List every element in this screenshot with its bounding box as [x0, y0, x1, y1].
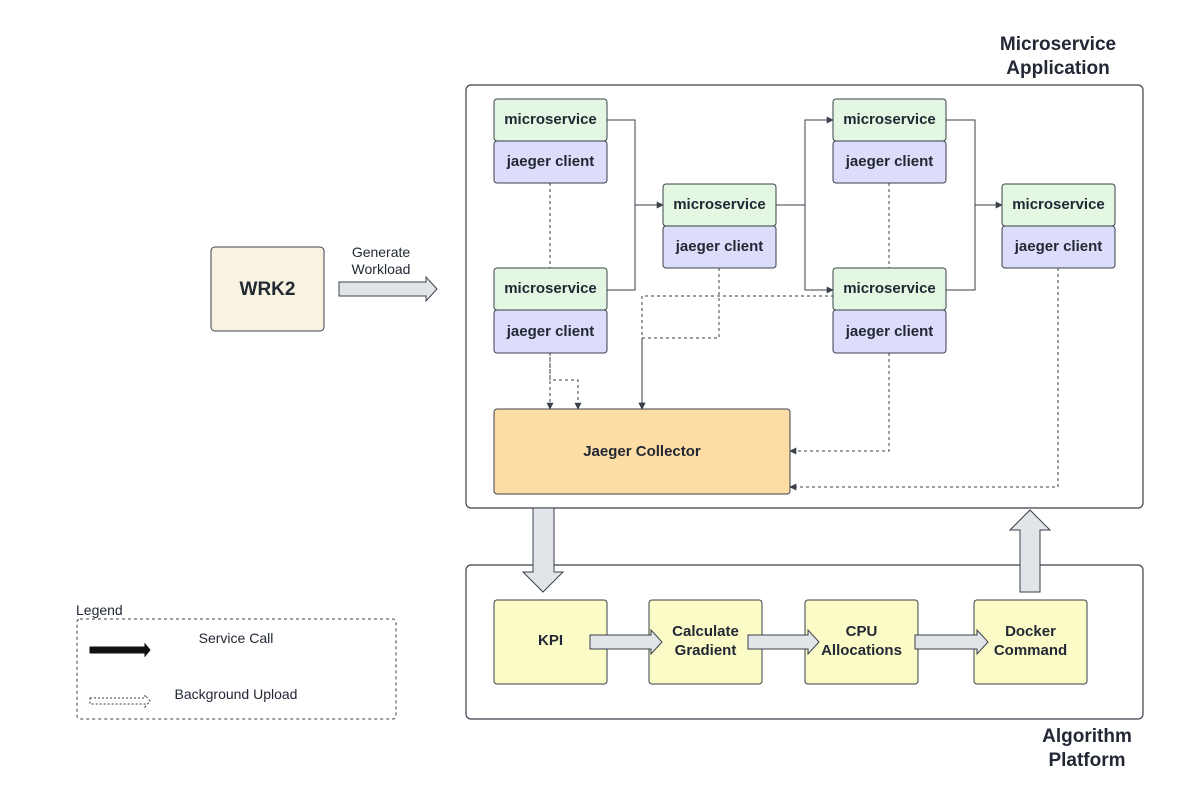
- microservice-label: microservice: [843, 111, 936, 128]
- service-node-2: microservice jaeger client: [662, 183, 777, 269]
- jaeger-client-box: [493, 140, 608, 184]
- service-node-1: microservice jaeger client: [493, 98, 608, 184]
- up-block-arrow: [1008, 509, 1052, 593]
- microservice-label: microservice: [504, 280, 597, 297]
- upload-s3-to-collector: [549, 353, 582, 410]
- legend-title: Legend: [76, 602, 123, 618]
- upload-s6-to-collector: [789, 268, 1059, 491]
- jaeger-client-box: [662, 225, 777, 269]
- jaeger-client-label: jaeger client: [675, 238, 764, 255]
- connector-s2-to-s5: [804, 205, 834, 294]
- jaeger-client-box: [493, 309, 608, 354]
- kpi-label: KPI: [538, 632, 563, 649]
- microservice-label: microservice: [504, 111, 597, 128]
- connector-s5-to-s6: [946, 205, 976, 291]
- step-arrow-gradient-to-cpu: [747, 628, 820, 656]
- service-call-connectors: [607, 116, 1003, 294]
- microservice-application-title-line1: Microservice: [1000, 34, 1116, 55]
- jaeger-client-label: jaeger client: [506, 153, 595, 170]
- generate-workload-label-line1: Generate: [352, 244, 411, 260]
- jaeger-collector-box: [493, 408, 791, 495]
- calculate-gradient-label-line2: Gradient: [675, 642, 737, 659]
- algorithm-platform-title-line1: Algorithm: [1042, 726, 1132, 747]
- upload-s4-to-collector: [638, 183, 890, 410]
- jaeger-client-label: jaeger client: [845, 323, 934, 340]
- cpu-allocations-label-line1: CPU: [846, 623, 878, 640]
- cpu-allocations-label-line2: Allocations: [821, 642, 902, 659]
- connector-s3-to-s2: [607, 205, 636, 291]
- service-node-3: microservice jaeger client: [493, 267, 608, 354]
- docker-command-label-line2: Command: [994, 642, 1067, 659]
- algorithm-step-docker-command: Docker Command: [973, 599, 1088, 685]
- jaeger-collector-label: Jaeger Collector: [583, 443, 701, 460]
- upload-s5-to-collector: [789, 353, 890, 455]
- step-arrow-cpu-to-docker: [914, 628, 989, 656]
- generate-workload-label-line2: Workload: [352, 261, 411, 277]
- upload-s2-to-collector: [638, 268, 720, 410]
- wrk2-box: [210, 246, 325, 332]
- algorithm-platform-title-line2: Platform: [1048, 750, 1125, 771]
- algorithm-step-calculate-gradient: Calculate Gradient: [648, 599, 763, 685]
- legend-service-call-label: Service Call: [199, 630, 274, 646]
- connector-s4-to-s6: [946, 119, 1003, 209]
- service-node-4: microservice jaeger client: [832, 98, 947, 184]
- calculate-gradient-label-line1: Calculate: [672, 623, 739, 640]
- microservice-label: microservice: [673, 196, 766, 213]
- jaeger-client-box: [832, 309, 947, 354]
- algorithm-step-cpu-allocations: CPU Allocations: [804, 599, 919, 685]
- docker-command-label-line1: Docker: [1005, 623, 1056, 640]
- service-node-5: microservice jaeger client: [832, 267, 947, 354]
- jaeger-client-label: jaeger client: [1014, 238, 1103, 255]
- background-upload-connectors: [546, 183, 1059, 491]
- connector-s1-to-s2: [607, 119, 664, 209]
- jaeger-client-box: [832, 140, 947, 184]
- microservice-application-title-line2: Application: [1006, 58, 1109, 79]
- connector-s2-to-s4: [776, 116, 834, 206]
- legend-service-call-arrow: [89, 642, 151, 658]
- legend-background-upload-label: Background Upload: [175, 686, 298, 702]
- microservice-label: microservice: [1012, 196, 1105, 213]
- jaeger-client-label: jaeger client: [845, 153, 934, 170]
- wrk2-label: WRK2: [240, 279, 296, 300]
- legend-background-upload-arrow: [89, 693, 151, 709]
- down-block-arrow: [521, 507, 565, 593]
- legend-box: [76, 618, 397, 720]
- step-arrow-kpi-to-gradient: [589, 628, 663, 656]
- jaeger-client-label: jaeger client: [506, 323, 595, 340]
- microservice-label: microservice: [843, 280, 936, 297]
- workload-block-arrow: [338, 275, 438, 303]
- jaeger-client-box: [1001, 225, 1116, 269]
- service-node-6: microservice jaeger client: [1001, 183, 1116, 269]
